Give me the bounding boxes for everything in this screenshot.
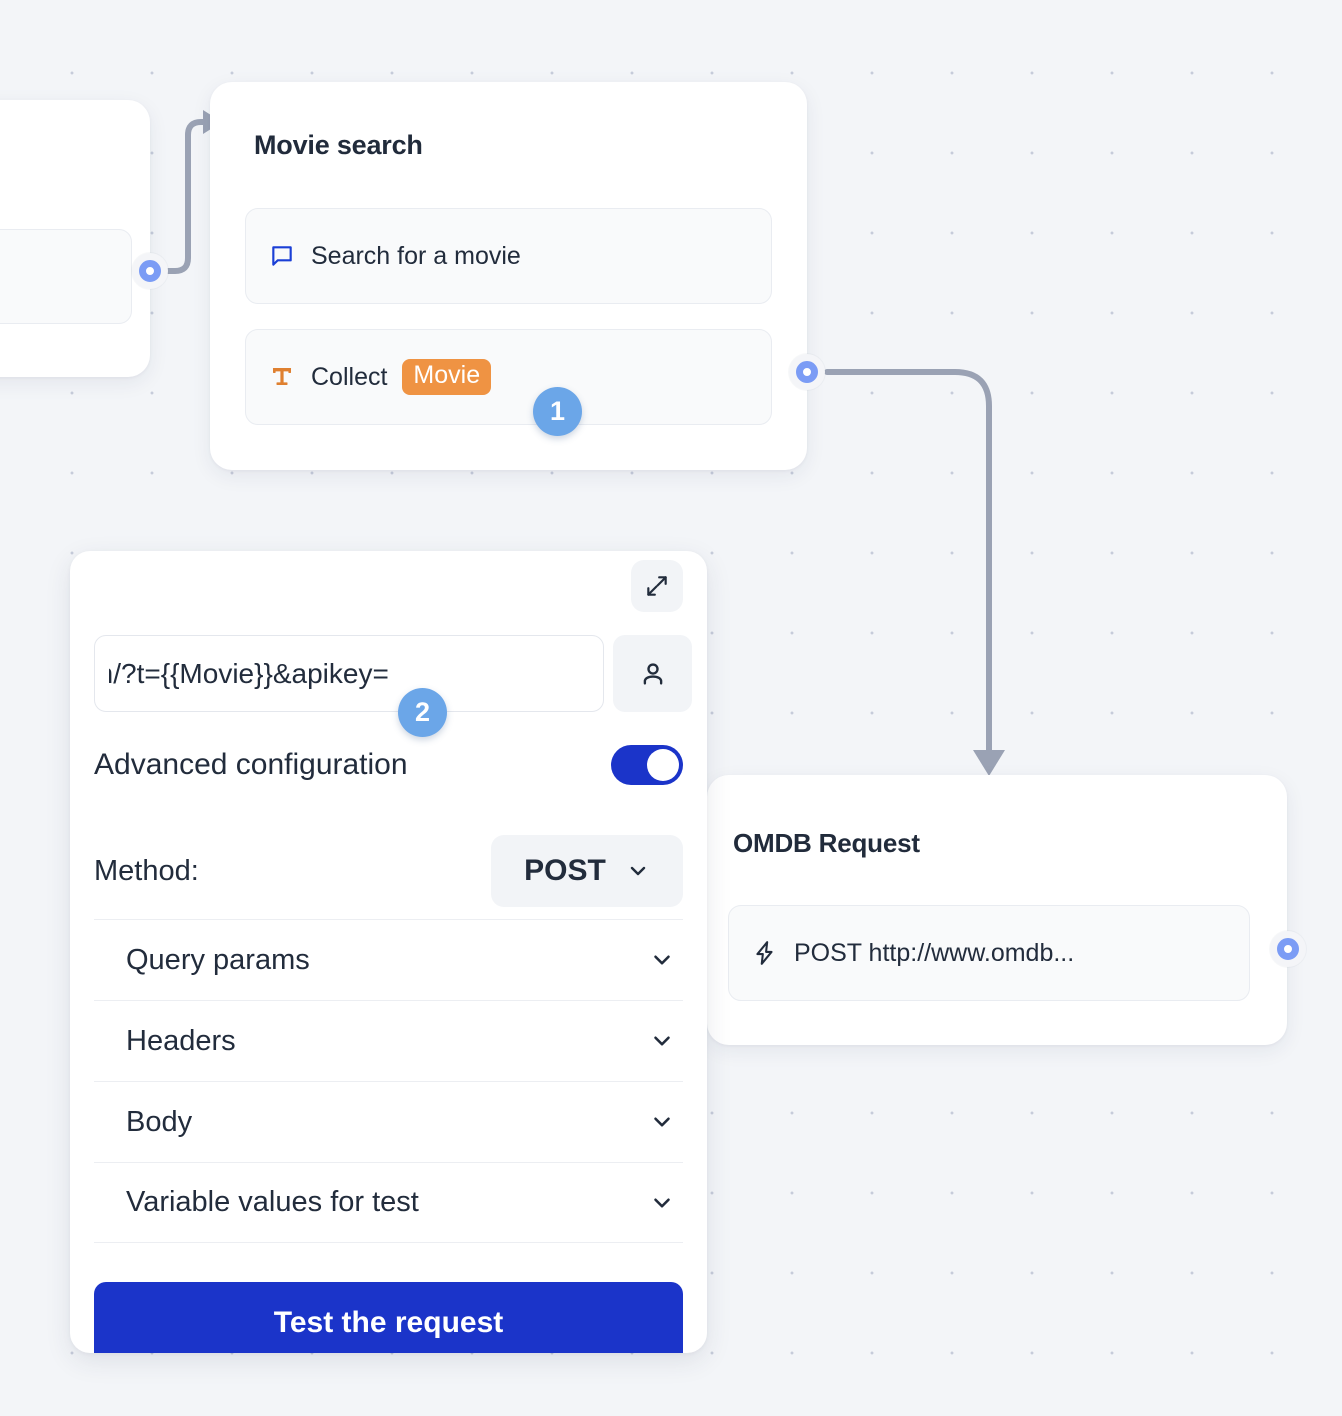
node-omdb-request[interactable]: OMDB Request POST http://www.omdb... — [707, 775, 1287, 1045]
node-row-label: POST http://www.omdb... — [794, 938, 1075, 967]
advanced-configuration-label: Advanced configuration — [94, 748, 408, 781]
method-value: POST — [524, 854, 606, 887]
chevron-down-icon[interactable] — [649, 1190, 675, 1216]
accordion-body[interactable]: Body — [94, 1081, 683, 1162]
request-url-input[interactable] — [94, 635, 604, 712]
port-movie-search-output[interactable] — [789, 354, 825, 390]
chevron-down-icon — [626, 859, 650, 883]
advanced-configuration-row[interactable]: Advanced configuration — [94, 745, 683, 785]
method-select[interactable]: POST — [491, 835, 683, 907]
expand-diagonal-icon[interactable] — [631, 560, 683, 612]
node-row-search-for-a-movie[interactable]: Search for a movie — [245, 208, 772, 304]
node-title-movie-search: Movie search — [254, 130, 423, 160]
node-title-omdb-request: OMDB Request — [733, 828, 920, 858]
accordion-variable-values-for-test[interactable]: Variable values for test — [94, 1162, 683, 1243]
person-icon[interactable] — [613, 635, 692, 712]
chevron-down-icon[interactable] — [649, 1109, 675, 1135]
accordion-headers[interactable]: Headers — [94, 1000, 683, 1081]
test-the-request-button[interactable]: Test the request — [94, 1282, 683, 1353]
partial-node-row[interactable] — [0, 229, 132, 324]
url-field-group[interactable] — [94, 635, 692, 712]
step-badge-2: 2 — [398, 688, 447, 737]
partial-node-left[interactable] — [0, 100, 150, 377]
node-row-label: Collect — [311, 362, 388, 391]
port-partial-node-output[interactable] — [132, 253, 168, 289]
node-row-collect-movie[interactable]: Collect Movie — [245, 329, 772, 425]
accordion-label: Variable values for test — [126, 1186, 419, 1218]
advanced-configuration-toggle[interactable] — [611, 745, 683, 785]
accordion-label: Body — [126, 1105, 193, 1138]
variable-chip-movie[interactable]: Movie — [402, 359, 492, 395]
speech-bubble-icon — [268, 242, 296, 270]
port-omdb-output[interactable] — [1270, 931, 1306, 967]
step-badge-1: 1 — [533, 387, 582, 436]
method-label: Method: — [94, 854, 199, 887]
chevron-down-icon[interactable] — [649, 1028, 675, 1054]
text-t-icon — [268, 363, 296, 391]
accordion-label: Headers — [126, 1024, 236, 1057]
accordion-list: Query params Headers Body — [94, 919, 683, 1243]
accordion-label: Query params — [126, 943, 310, 976]
lightning-bolt-icon — [751, 939, 779, 967]
node-movie-search[interactable]: Movie search Search for a movie — [210, 82, 807, 470]
accordion-query-params[interactable]: Query params — [94, 919, 683, 1000]
method-row: Method: POST — [94, 835, 683, 907]
chevron-down-icon[interactable] — [649, 947, 675, 973]
node-row-label: Search for a movie — [311, 241, 521, 270]
request-config-panel[interactable]: Advanced configuration Method: POST Quer… — [70, 551, 707, 1353]
node-row-post-request[interactable]: POST http://www.omdb... — [728, 905, 1250, 1001]
